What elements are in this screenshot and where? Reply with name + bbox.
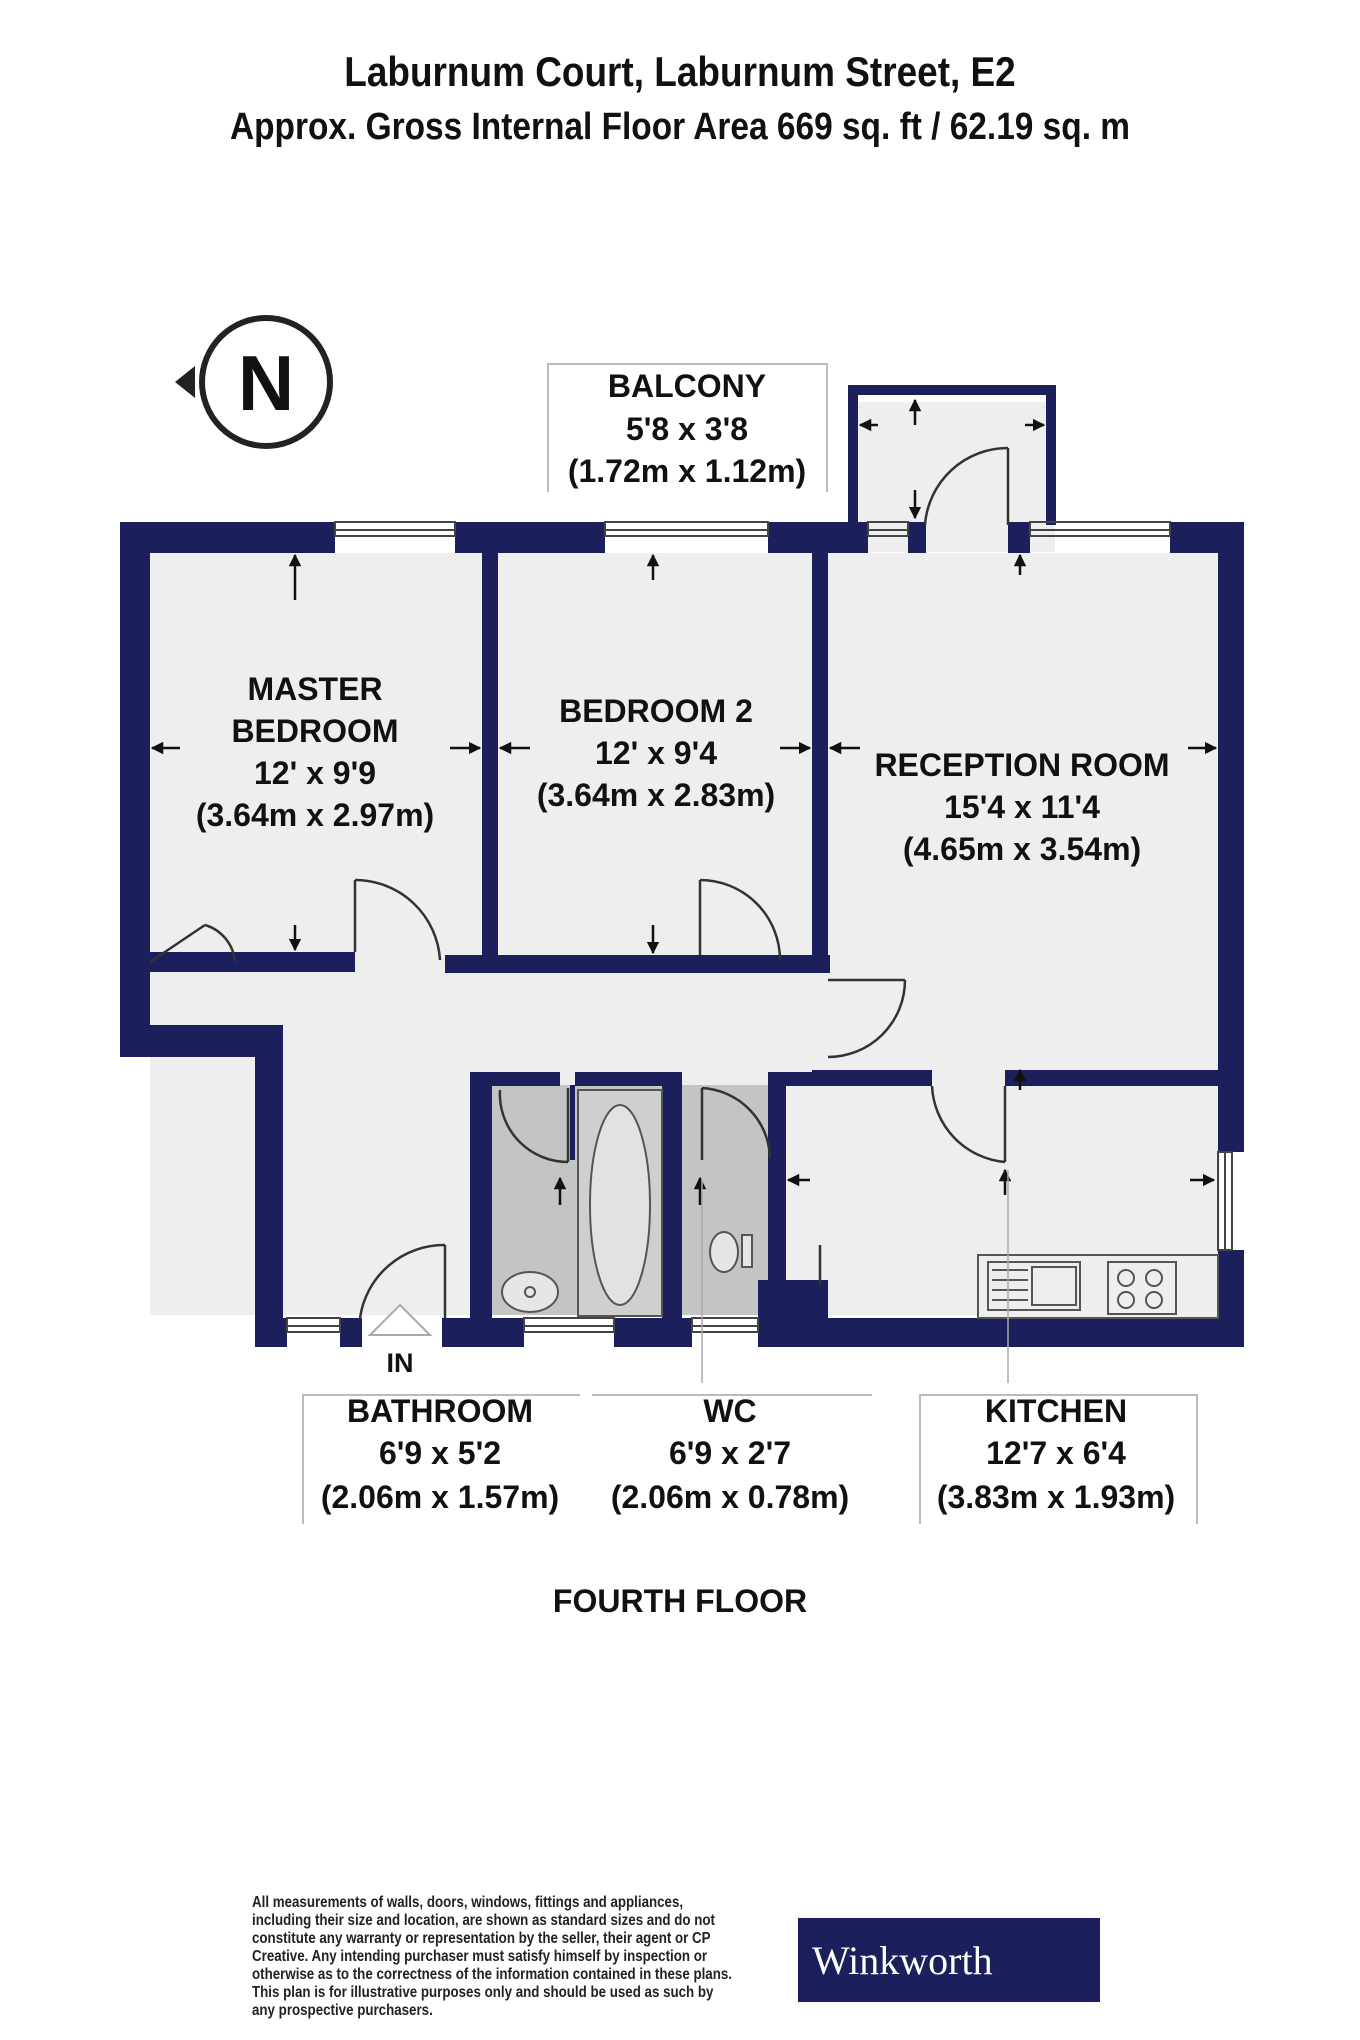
brand-logo: Winkworth xyxy=(798,1918,1100,2002)
leader-lines xyxy=(701,1170,1009,1383)
compass-letter: N xyxy=(238,339,294,427)
wc-name: WC xyxy=(703,1393,756,1429)
bedroom-2-name: BEDROOM 2 xyxy=(559,693,753,729)
kitchen-metric: (3.83m x 1.93m) xyxy=(937,1479,1175,1515)
entrance-arrow-icon xyxy=(367,1303,433,1336)
bedroom-2-imperial: 12' x 9'4 xyxy=(595,735,717,771)
master-bedroom-metric: (3.64m x 2.97m) xyxy=(196,797,434,833)
kitchen-fittings xyxy=(977,1254,1219,1319)
reception-room-name: RECEPTION ROOM xyxy=(874,747,1169,783)
balcony-name: BALCONY xyxy=(608,368,766,404)
windows xyxy=(286,521,1233,1333)
floor-area-subtitle: Approx. Gross Internal Floor Area 669 sq… xyxy=(229,106,1131,148)
door-swings xyxy=(149,446,1010,1319)
bedroom-2-metric: (3.64m x 2.83m) xyxy=(537,777,775,813)
bathroom-metric: (2.06m x 1.57m) xyxy=(321,1479,559,1515)
bathroom-name: BATHROOM xyxy=(347,1393,533,1429)
dimension-arrows xyxy=(150,398,1218,1205)
address-title: Laburnum Court, Laburnum Street, E2 xyxy=(344,48,1016,95)
kitchen-name: KITCHEN xyxy=(985,1393,1127,1429)
sink-icon xyxy=(987,1261,1081,1311)
master-bedroom-imperial: 12' x 9'9 xyxy=(254,755,376,791)
kitchen-imperial: 12'7 x 6'4 xyxy=(986,1435,1126,1471)
worktop xyxy=(977,1254,1219,1319)
reception-room-imperial: 15'4 x 11'4 xyxy=(944,789,1100,825)
reception-room-metric: (4.65m x 3.54m) xyxy=(903,831,1141,867)
disclaimer-text: All measurements of walls, doors, window… xyxy=(252,1894,732,2019)
brand-name: Winkworth xyxy=(812,1937,993,1983)
balcony-imperial: 5'8 x 3'8 xyxy=(626,411,748,447)
label-boxes xyxy=(302,363,1198,1524)
hob-icon xyxy=(1107,1261,1177,1315)
basin-icon xyxy=(501,1271,559,1313)
bathroom-fittings xyxy=(501,1089,753,1317)
bathtub-icon xyxy=(589,1104,651,1306)
walls xyxy=(120,385,1244,1347)
floor-fill xyxy=(150,402,1220,1315)
master-bedroom-name-2: BEDROOM xyxy=(231,713,398,749)
entrance-label: IN xyxy=(387,1348,414,1378)
floor-label: FOURTH FLOOR xyxy=(553,1583,807,1619)
balcony-metric: (1.72m x 1.12m) xyxy=(568,453,806,489)
wc-metric: (2.06m x 0.78m) xyxy=(611,1479,849,1515)
bathroom-imperial: 6'9 x 5'2 xyxy=(379,1435,501,1471)
master-bedroom-name-1: MASTER xyxy=(247,671,382,707)
north-arrow-icon: N xyxy=(175,315,333,449)
toilet-icon xyxy=(709,1231,739,1273)
wc-imperial: 6'9 x 2'7 xyxy=(669,1435,791,1471)
